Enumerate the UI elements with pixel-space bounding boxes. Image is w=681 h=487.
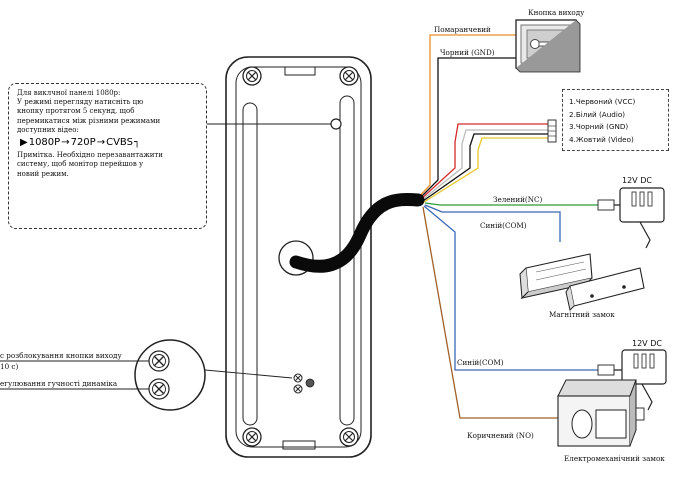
mode-button[interactable] <box>330 118 342 130</box>
brown-no-label: Коричневий (NO) <box>467 431 534 440</box>
speaker-volume-label: егулювання гучності динаміка <box>0 379 118 388</box>
arrow-right-icon: → <box>61 137 70 149</box>
electromech-lock-label: Електромеханічний замок <box>564 454 665 463</box>
electromechanical-lock-device <box>557 379 645 447</box>
pin-item: 4.Жовтий (Video) <box>569 134 634 144</box>
pin-item: 2.Білий (Audio) <box>569 109 626 119</box>
note-footer-line: систему, щоб монітор перейшов у <box>17 160 144 169</box>
main-cable <box>289 193 425 273</box>
white-wire <box>421 129 548 201</box>
magnetic-lock-device <box>519 253 645 311</box>
orange-wire-label: Помаранчевий <box>434 25 491 34</box>
note-line: перемикатися між різними режимами <box>17 116 161 125</box>
note-line: Для виклчної панелі 1080р: <box>17 89 121 97</box>
orange-wire <box>417 34 521 199</box>
yellow-wire <box>423 137 548 203</box>
blue-wire-2 <box>423 205 598 371</box>
note-footer-line: Примітка. Необхідно перезавантажити <box>17 151 163 160</box>
mode-cvbs: CVBS <box>106 137 133 149</box>
mode-1080p: 1080P <box>28 137 61 149</box>
corner-screw-tl <box>242 66 262 86</box>
video-modes-sequence: ▶ 1080P → 720P → CVBS ┐ <box>19 137 198 149</box>
blue-wire-1 <box>424 204 561 242</box>
corner-screw-br <box>339 427 359 447</box>
arrow-right-icon: → <box>96 137 106 149</box>
pin-item: 3.Чорний (GND) <box>569 122 629 131</box>
blue-com-label-1: Синій(COM) <box>480 221 527 230</box>
unlock-time-label-2: 10 с) <box>0 362 19 371</box>
brown-wire <box>422 206 558 419</box>
dc-label-2: 12V DC <box>632 339 662 348</box>
black-gnd-label: Чорний (GND) <box>440 48 495 57</box>
dc-label-1: 12V DC <box>622 176 652 185</box>
corner-screw-tr <box>339 66 359 86</box>
unlock-time-label: с розблокування кнопки виходу <box>0 351 122 360</box>
green-nc-label: Зелений(NC) <box>493 195 543 204</box>
magnetic-lock-label: Магнітний замок <box>549 310 615 319</box>
wires <box>417 34 598 419</box>
blue-com-label-2: Синій(COM) <box>457 358 504 367</box>
red-wire <box>420 123 548 200</box>
panel-adjust-screws <box>293 373 315 394</box>
mode-720p: 720P <box>70 137 96 149</box>
corner-screw-bl <box>242 427 262 447</box>
pin-item: 1.Червоний (VCC) <box>569 97 636 106</box>
pin-connector <box>547 119 557 143</box>
exit-button-label: Кнопка виходу <box>528 8 585 17</box>
loop-back-icon: ┐ <box>133 137 140 149</box>
magnifier-detail <box>0 339 293 411</box>
note-line: доступних відео: <box>17 125 79 134</box>
note-line: кнопку протягом 5 секунд, щоб <box>17 107 135 116</box>
green-wire <box>424 202 598 206</box>
power-adapter-2 <box>597 349 667 411</box>
arrow-right-icon: ▶ <box>20 137 28 149</box>
note-line: У режимі перегляду натисніть цю <box>17 98 144 107</box>
black-video-wire <box>422 133 548 202</box>
mode-switch-note: Для виклчної панелі 1080р: У режимі пере… <box>8 83 207 229</box>
monitor-pin-list: 1.Червоний (VCC) 2.Білий (Audio) 3.Чорни… <box>562 89 669 151</box>
power-adapter-1 <box>597 187 665 249</box>
exit-button-device <box>515 19 581 73</box>
black-wire <box>419 57 521 199</box>
note-footer-line: новий режим. <box>17 169 69 178</box>
